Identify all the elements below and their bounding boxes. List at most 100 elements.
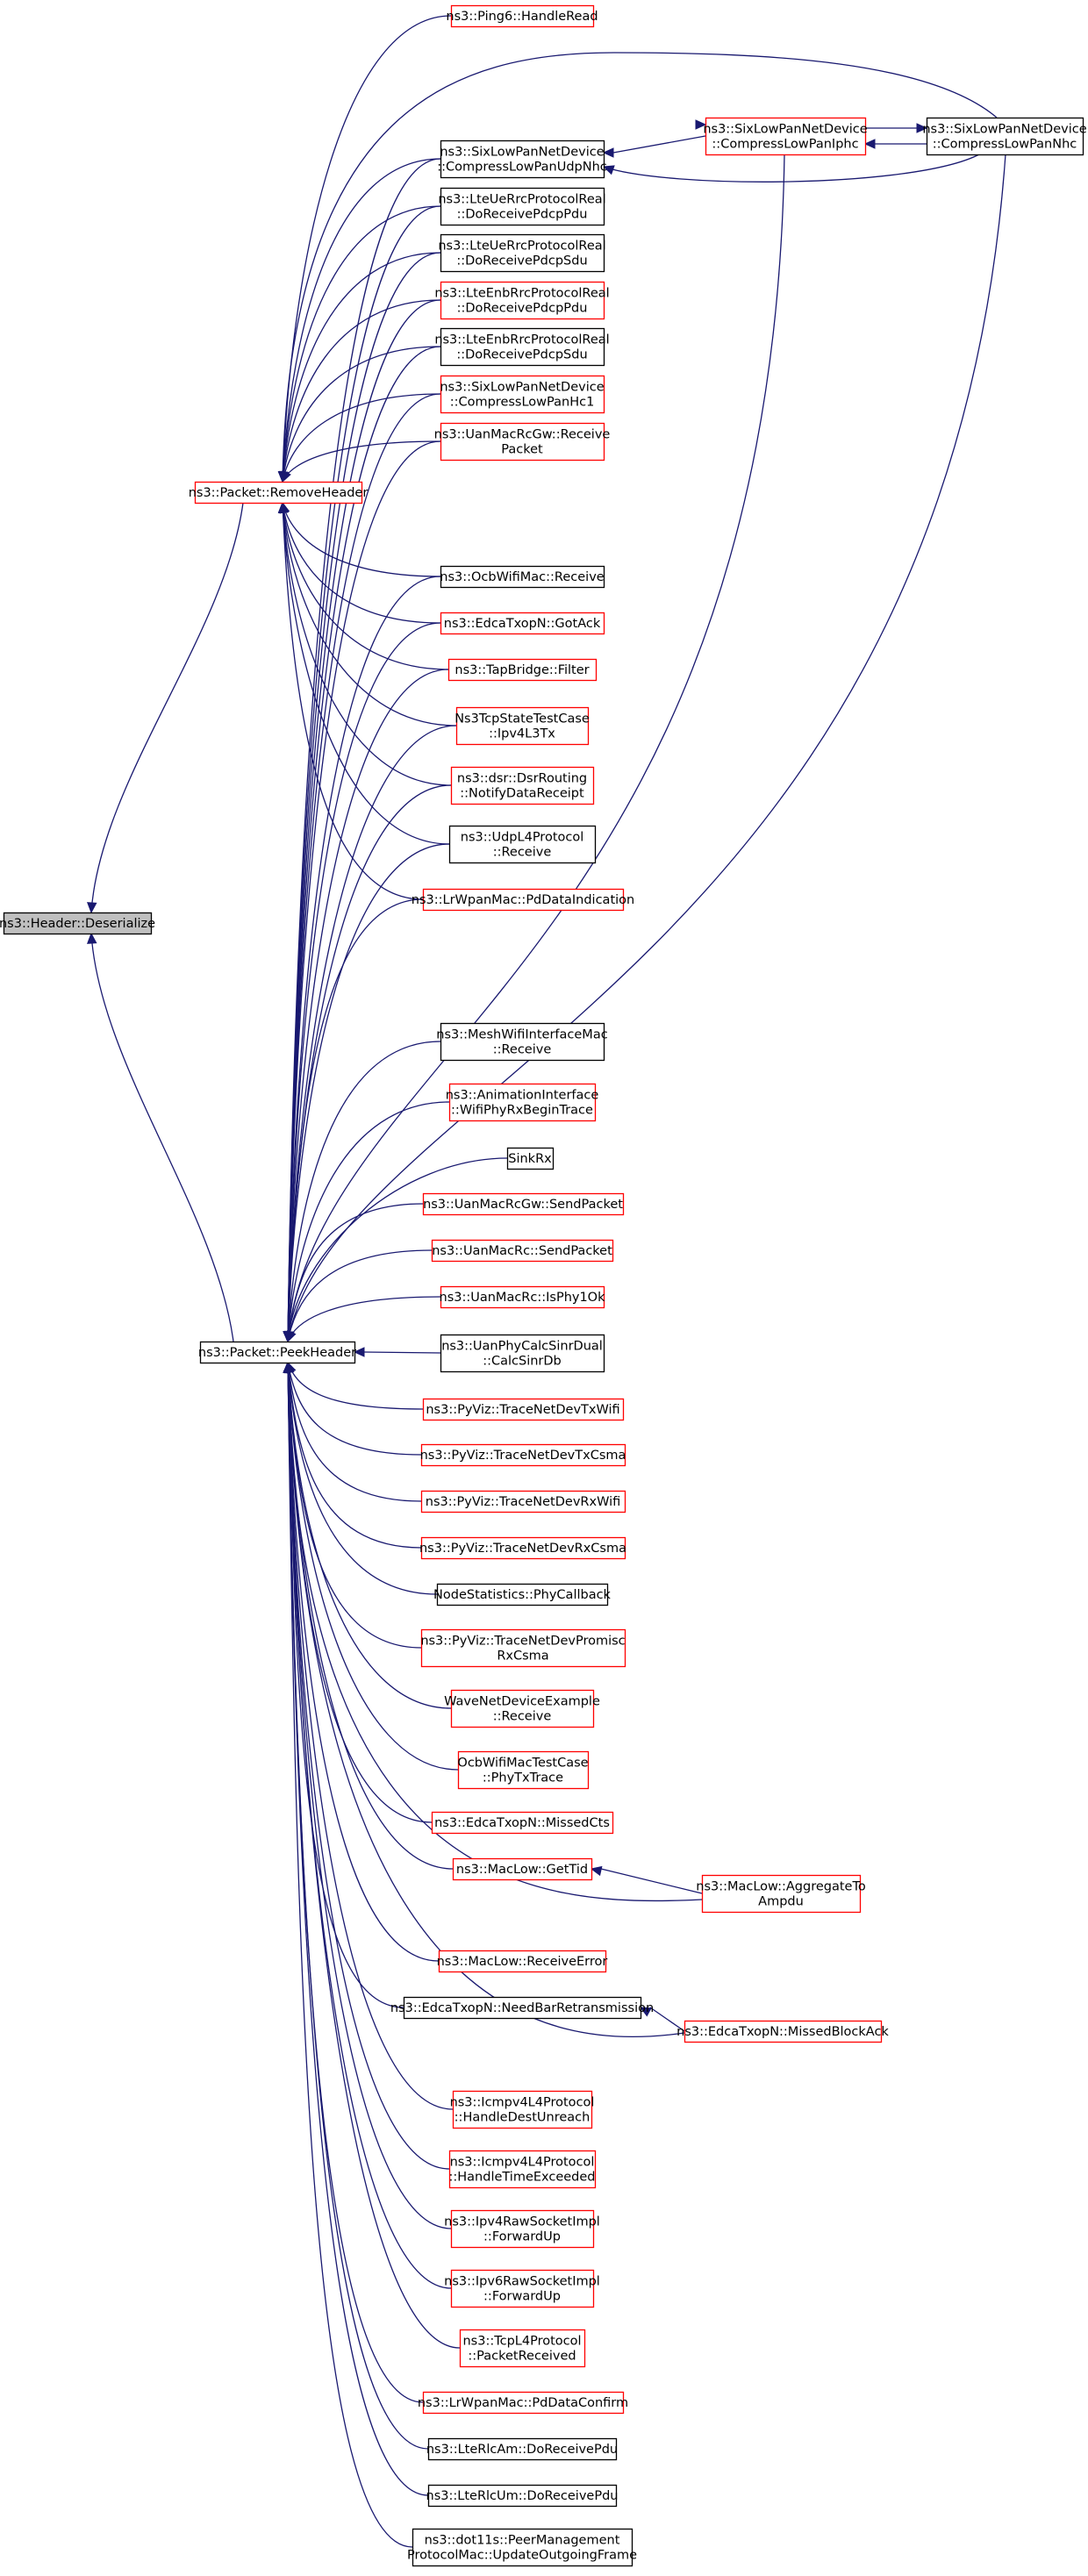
node-label: ns3::SixLowPanNetDevice (440, 146, 604, 160)
node-uanphy[interactable]: ns3::UanPhyCalcSinrDual::CalcSinrDb (440, 1334, 605, 1373)
call-edge (282, 346, 441, 483)
node-label: ns3::LteUeRrcProtocolReal (438, 193, 605, 207)
node-label: ::PhyTxTrace (483, 1771, 563, 1785)
node-label: ::Receive (493, 846, 552, 860)
node-box (705, 117, 867, 156)
node-nhc[interactable]: ns3::SixLowPanNetDevice::CompressLowPanN… (922, 117, 1087, 156)
node-pyviz-rxcsma[interactable]: ns3::PyViz::TraceNetDevRxCsma (419, 1536, 626, 1560)
node-label: ::CompressLowPanIphc (712, 138, 858, 152)
node-pyviz-txcsma[interactable]: ns3::PyViz::TraceNetDevTxCsma (420, 1443, 626, 1467)
arrow-head (277, 501, 289, 513)
node-label: ns3::PyViz::TraceNetDevTxCsma (420, 1449, 626, 1463)
node-label: RxCsma (497, 1649, 548, 1664)
node-box (459, 2329, 586, 2368)
node-label: ns3::OcbWifiMac::Receive (440, 570, 604, 584)
call-edge (282, 299, 441, 483)
node-lterlcum[interactable]: ns3::LteRlcUm::DoReceivePdu (426, 2484, 619, 2508)
node-tcpl4[interactable]: ns3::TcpL4Protocol::PacketReceived (459, 2329, 586, 2368)
node-uanrcgw-send[interactable]: ns3::UanMacRcGw::SendPacket (422, 1192, 625, 1216)
node-maclow-rxerr[interactable]: ns3::MacLow::ReceiveError (437, 1950, 608, 1973)
call-edge (287, 1203, 424, 1342)
node-lrwpan-conf[interactable]: ns3::LrWpanMac::PdDataConfirm (418, 2391, 628, 2415)
node-sinkrx[interactable]: SinkRx (506, 1147, 555, 1170)
node-box (450, 4, 595, 28)
node-lterlcam[interactable]: ns3::LteRlcAm::DoReceivePdu (426, 2437, 618, 2461)
node-dsr[interactable]: ns3::dsr::DsrRouting::NotifyDataReceipt (450, 766, 595, 805)
arrow-head (87, 902, 97, 914)
node-box (450, 1689, 595, 1728)
node-label: ns3::Icmpv4L4Protocol (450, 2096, 595, 2110)
node-box (448, 1083, 597, 1122)
node-box (431, 1239, 614, 1263)
node-root[interactable]: ns3::Header::Deserialize (0, 912, 155, 935)
node-lrwpan-ind[interactable]: ns3::LrWpanMac::PdDataIndication (412, 888, 634, 912)
node-label: ns3::MacLow::GetTid (456, 1863, 588, 1877)
node-label: ns3::AnimationInterface (446, 1089, 599, 1103)
node-hc1[interactable]: ns3::SixLowPanNetDevice::CompressLowPanH… (440, 375, 605, 414)
node-label: Ampdu (758, 1895, 804, 1909)
call-edge (287, 1362, 429, 2496)
node-label: ns3::EdcaTxopN::NeedBarRetransmission (390, 2001, 654, 2015)
node-box (422, 1192, 625, 1216)
node-edca-needbar[interactable]: ns3::EdcaTxopN::NeedBarRetransmission (390, 1996, 654, 2020)
call-edge (282, 158, 441, 483)
node-ipv4raw[interactable]: ns3::Ipv4RawSocketImpl::ForwardUp (444, 2209, 600, 2249)
node-label: OcbWifiMacTestCase (457, 1757, 588, 1771)
node-box (926, 117, 1084, 156)
node-box (3, 912, 153, 935)
node-label: ::DoReceivePdcpSdu (456, 348, 587, 362)
node-label: ns3::Header::Deserialize (0, 917, 155, 931)
node-label: ns3::TapBridge::Filter (455, 663, 589, 677)
call-edge (287, 669, 449, 1342)
node-dot11s[interactable]: ns3::dot11s::PeerManagementProtocolMac::… (407, 2528, 637, 2567)
node-ocbtest[interactable]: OcbWifiMacTestCase::PhyTxTrace (457, 1750, 590, 1790)
call-edge (612, 135, 706, 154)
node-ocb-rx[interactable]: ns3::OcbWifiMac::Receive (440, 565, 605, 589)
node-box (199, 1341, 356, 1364)
node-udpl4[interactable]: ns3::UdpL4Protocol::Receive (448, 825, 597, 864)
node-edca-gotack[interactable]: ns3::EdcaTxopN::GotAck (440, 612, 605, 635)
arrow-head (639, 2007, 652, 2017)
node-edca-missedcts[interactable]: ns3::EdcaTxopN::MissedCts (431, 1811, 614, 1835)
node-box (440, 1022, 605, 1062)
node-remove[interactable]: ns3::Packet::RemoveHeader (189, 481, 369, 504)
node-box (420, 1443, 626, 1467)
node-maclow-gettid[interactable]: ns3::MacLow::GetTid (452, 1857, 593, 1881)
node-ipv6raw[interactable]: ns3::Ipv6RawSocketImpl::ForwardUp (444, 2269, 600, 2308)
node-peek[interactable]: ns3::Packet::PeekHeader (198, 1341, 356, 1364)
call-edge (600, 1868, 703, 1894)
node-anim[interactable]: ns3::AnimationInterface::WifiPhyRxBeginT… (446, 1083, 599, 1122)
node-label: ns3::UanMacRc::SendPacket (432, 1244, 612, 1258)
node-icmp-unreach[interactable]: ns3::Icmpv4L4Protocol::HandleDestUnreach (450, 2090, 595, 2129)
node-label: ns3::Packet::PeekHeader (198, 1346, 356, 1360)
node-udpnhc[interactable]: ns3::SixLowPanNetDevice::CompressLowPanU… (437, 140, 607, 179)
node-box (450, 2269, 595, 2308)
node-edca-missedba[interactable]: ns3::EdcaTxopN::MissedBlockAck (676, 2020, 889, 2043)
node-nodestats[interactable]: NodeStatistics::PhyCallback (433, 1583, 612, 1606)
node-lteenb-pdu[interactable]: ns3::LteEnbRrcProtocolReal::DoReceivePdc… (434, 281, 610, 320)
node-lteue-sdu[interactable]: ns3::LteUeRrcProtocolReal::DoReceivePdcp… (438, 233, 606, 273)
node-meshwifi[interactable]: ns3::MeshWifiInterfaceMac::Receive (436, 1022, 608, 1062)
node-pyviz-rxwifi[interactable]: ns3::PyViz::TraceNetDevRxWifi (420, 1490, 626, 1513)
node-uanrc-isphy[interactable]: ns3::UanMacRc::IsPhy1Ok (440, 1285, 606, 1309)
node-label: ::HandleDestUnreach (455, 2111, 591, 2125)
node-label: ns3::MacLow::AggregateTo (696, 1880, 866, 1894)
arrow-head (863, 139, 876, 149)
node-icmp-time[interactable]: ns3::Icmpv4L4Protocol::HandleTimeExceede… (448, 2150, 597, 2189)
node-tapbridge[interactable]: ns3::TapBridge::Filter (447, 658, 598, 682)
call-edge (363, 1351, 441, 1354)
node-pyviz-txwifi[interactable]: ns3::PyViz::TraceNetDevTxWifi (422, 1398, 625, 1421)
node-box (440, 375, 605, 414)
node-iphc[interactable]: ns3::SixLowPanNetDevice::CompressLowPanI… (703, 117, 868, 156)
node-label: ::Receive (493, 1710, 552, 1724)
node-lteenb-sdu[interactable]: ns3::LteEnbRrcProtocolReal::DoReceivePdc… (434, 327, 610, 367)
node-uanrc-send[interactable]: ns3::UanMacRc::SendPacket (431, 1239, 614, 1263)
node-wavenet[interactable]: WaveNetDeviceExample::Receive (444, 1689, 600, 1728)
node-lteue-pdu[interactable]: ns3::LteUeRrcProtocolReal::DoReceivePdcp… (438, 187, 606, 226)
node-ns3tcp[interactable]: Ns3TcpStateTestCase::Ipv4L3Tx (455, 706, 590, 746)
node-ping6[interactable]: ns3::Ping6::HandleRead (446, 4, 598, 28)
node-box (422, 888, 625, 912)
